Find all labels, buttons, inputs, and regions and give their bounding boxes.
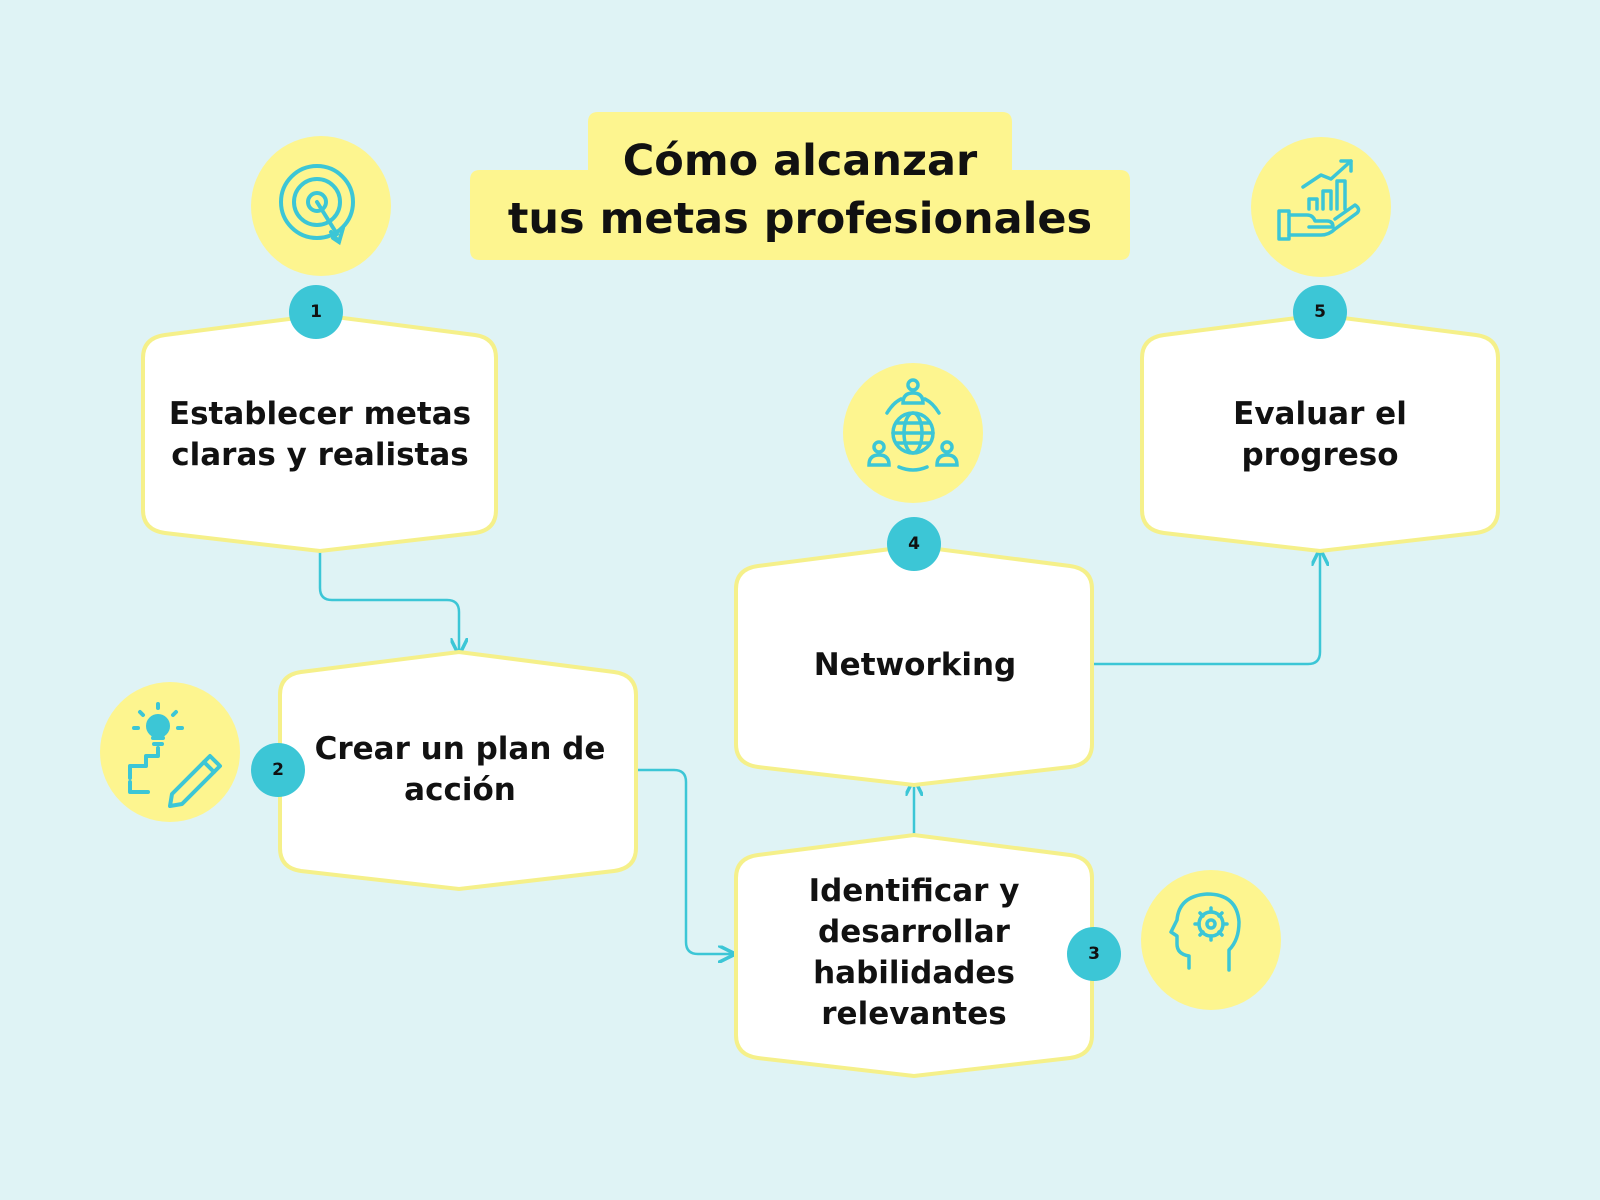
card-step-3 (734, 832, 1094, 1079)
step-4-label: Networking (813, 646, 1017, 683)
connector-2-3 (638, 768, 732, 954)
idea-pencil-icon (128, 702, 222, 808)
step-1-badge: 1 (289, 285, 343, 339)
step-3-label: Identificar y desarrollar habilidades re… (808, 873, 1020, 1032)
brain-head-icon (1169, 892, 1241, 972)
card-step-2 (278, 649, 638, 892)
card-step-4 (734, 543, 1094, 788)
growth-hand-icon (1277, 159, 1361, 241)
title-line-2: tus metas profesionales (507, 194, 1093, 244)
step-4-icon-circle (843, 363, 983, 503)
target-icon (279, 164, 355, 246)
step-2-badge: 2 (251, 743, 305, 797)
step-5-icon-circle (1251, 137, 1391, 277)
title-line-1: Cómo alcanzar (622, 136, 978, 186)
card-step-5 (1140, 312, 1500, 554)
step-3-badge: 3 (1067, 927, 1121, 981)
step-5-badge: 5 (1293, 285, 1347, 339)
step-5-label: Evaluar el progreso (1233, 396, 1407, 473)
step-1-label: Establecer metas claras y realistas (168, 396, 472, 473)
step-2-label: Crear un plan de acción (314, 731, 606, 808)
step-2-icon-circle (100, 682, 240, 822)
step-3-icon-circle (1141, 870, 1281, 1010)
step-1-icon-circle (251, 136, 391, 276)
global-network-icon (867, 378, 959, 472)
title-highlight (470, 112, 1130, 260)
card-step-1 (141, 312, 498, 554)
page-title: Cómo alcanzar tus metas profesionales (470, 112, 1130, 262)
connector-4-5 (1094, 552, 1320, 666)
step-4-badge: 4 (887, 517, 941, 571)
connector-1-2 (318, 548, 459, 652)
